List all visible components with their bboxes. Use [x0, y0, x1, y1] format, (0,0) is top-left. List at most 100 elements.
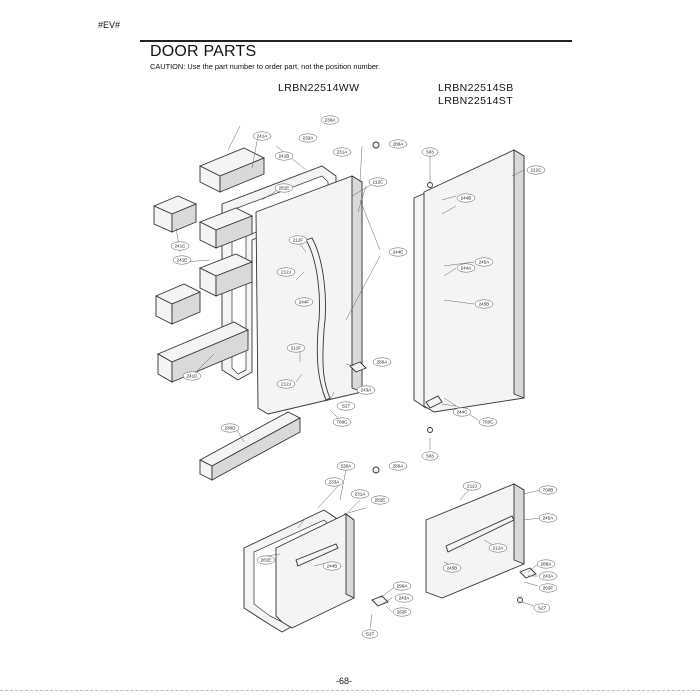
callout-label: 296A — [397, 584, 409, 589]
callout-212J: 212J — [276, 267, 296, 277]
callout-label: 212J — [281, 270, 291, 275]
callout-241C: 241C — [170, 241, 190, 251]
callout-label: 230A — [341, 464, 353, 469]
callout-label: 245A — [479, 260, 491, 265]
callout-label: 286A — [393, 142, 405, 147]
callout-label: 281E — [261, 558, 272, 563]
callout-230A: 230A — [336, 461, 356, 471]
model-label-left: LRBN22514WW — [278, 82, 360, 94]
callout-230D: 230D — [220, 423, 240, 433]
callout-245A: 245A — [474, 257, 494, 267]
callout-245B: 245B — [442, 563, 462, 573]
right-freezer-handle — [445, 515, 515, 553]
callout-230A: 230A — [320, 115, 340, 125]
right-fridge-door — [423, 149, 525, 413]
callout-231A: 231A — [350, 489, 370, 499]
callout-label: 281E — [279, 186, 290, 191]
right-freezer-group — [425, 483, 541, 607]
callout-241E: 241E — [172, 255, 192, 265]
callout-286A: 286A — [372, 357, 392, 367]
callout-label: 241E — [177, 258, 188, 263]
callout-label: 244B — [327, 564, 338, 569]
callout-S27: S27 — [361, 629, 379, 639]
callout-231A: 231A — [332, 147, 352, 157]
callout-700B: 700B — [538, 485, 558, 495]
callout-label: 244B — [461, 196, 472, 201]
callout-label: 241B — [279, 154, 290, 159]
callout-244E: 244E — [388, 247, 408, 257]
callout-label: 212F — [291, 346, 302, 351]
callout-label: 212C — [531, 168, 543, 173]
callout-286A: 286A — [388, 461, 408, 471]
callout-label: 282E — [375, 498, 386, 503]
callout-label: 243A — [543, 574, 555, 579]
callout-S27: S27 — [533, 603, 551, 613]
callout-label: 231A — [355, 492, 367, 497]
callout-label: S27 — [366, 632, 375, 637]
left-door-group — [152, 125, 381, 481]
left-fridge-door — [255, 175, 363, 415]
callout-212J: 212J — [462, 481, 482, 491]
callout-244B: 244B — [322, 561, 342, 571]
callout-label: 241D — [187, 374, 199, 379]
page-title: DOOR PARTS — [150, 43, 257, 60]
callout-244A: 244A — [456, 263, 476, 273]
left-freezer-handle — [295, 543, 339, 567]
callout-S27: S27 — [336, 401, 356, 411]
callout-label: 243A — [361, 388, 373, 393]
callout-label: 212F — [293, 238, 304, 243]
callout-212A: 212A — [488, 543, 508, 553]
callout-233A: 233A — [324, 477, 344, 487]
callout-label: 700C — [337, 420, 349, 425]
callout-label: 700C — [483, 420, 495, 425]
page-number: -68- — [336, 676, 353, 686]
callout-label: 230A — [325, 118, 337, 123]
callout-label: 243A — [399, 596, 411, 601]
part-callouts: 230A 241A 233A 241B 231A 286A 281E 212C … — [170, 115, 558, 639]
callout-212C: 212C — [368, 177, 388, 187]
callout-label: 503 — [426, 150, 434, 155]
header-rule — [140, 40, 572, 42]
callout-label: 244E — [393, 250, 404, 255]
callout-label: 244C — [457, 410, 469, 415]
callout-241B: 241B — [274, 151, 294, 161]
callout-281E: 281E — [256, 555, 276, 565]
callout-label: 212A — [493, 546, 505, 551]
right-door-group — [413, 149, 525, 450]
callout-label: 503 — [426, 454, 434, 459]
callout-241D: 241D — [182, 371, 202, 381]
right-freezer-door — [425, 483, 525, 599]
callout-700C: 700C — [332, 417, 352, 427]
callout-label: 231A — [337, 150, 349, 155]
callout-244F: 244F — [294, 297, 314, 307]
callout-label: 286A — [393, 464, 405, 469]
callout-label: 230D — [225, 426, 237, 431]
door-bins-left — [152, 195, 254, 383]
callout-503: 503 — [421, 147, 439, 157]
callout-286A: 286A — [536, 559, 556, 569]
document-tag: #EV# — [98, 20, 121, 30]
callout-263F: 263F — [538, 583, 558, 593]
left-freezer-group — [243, 466, 397, 633]
callout-233A: 233A — [298, 133, 318, 143]
callout-245A: 245A — [538, 513, 558, 523]
callout-245B: 245B — [474, 299, 494, 309]
callout-281E: 281E — [274, 183, 294, 193]
callout-label: 286A — [377, 360, 389, 365]
callout-label: 263F — [397, 610, 408, 615]
callout-label: 700B — [543, 488, 554, 493]
callout-label: 245A — [543, 516, 555, 521]
callout-label: S27 — [342, 404, 351, 409]
callout-label: 212C — [373, 180, 385, 185]
callout-212C: 212C — [526, 165, 546, 175]
callout-label: 244A — [461, 266, 473, 271]
callout-503: 503 — [421, 451, 439, 461]
callout-243A: 243A — [394, 593, 414, 603]
callout-243A: 243A — [356, 385, 376, 395]
top-dairy-bin — [198, 147, 266, 193]
callout-label: 263F — [543, 586, 554, 591]
callout-label: 245B — [447, 566, 458, 571]
callout-296A: 296A — [392, 581, 412, 591]
callout-212F: 212F — [286, 343, 306, 353]
